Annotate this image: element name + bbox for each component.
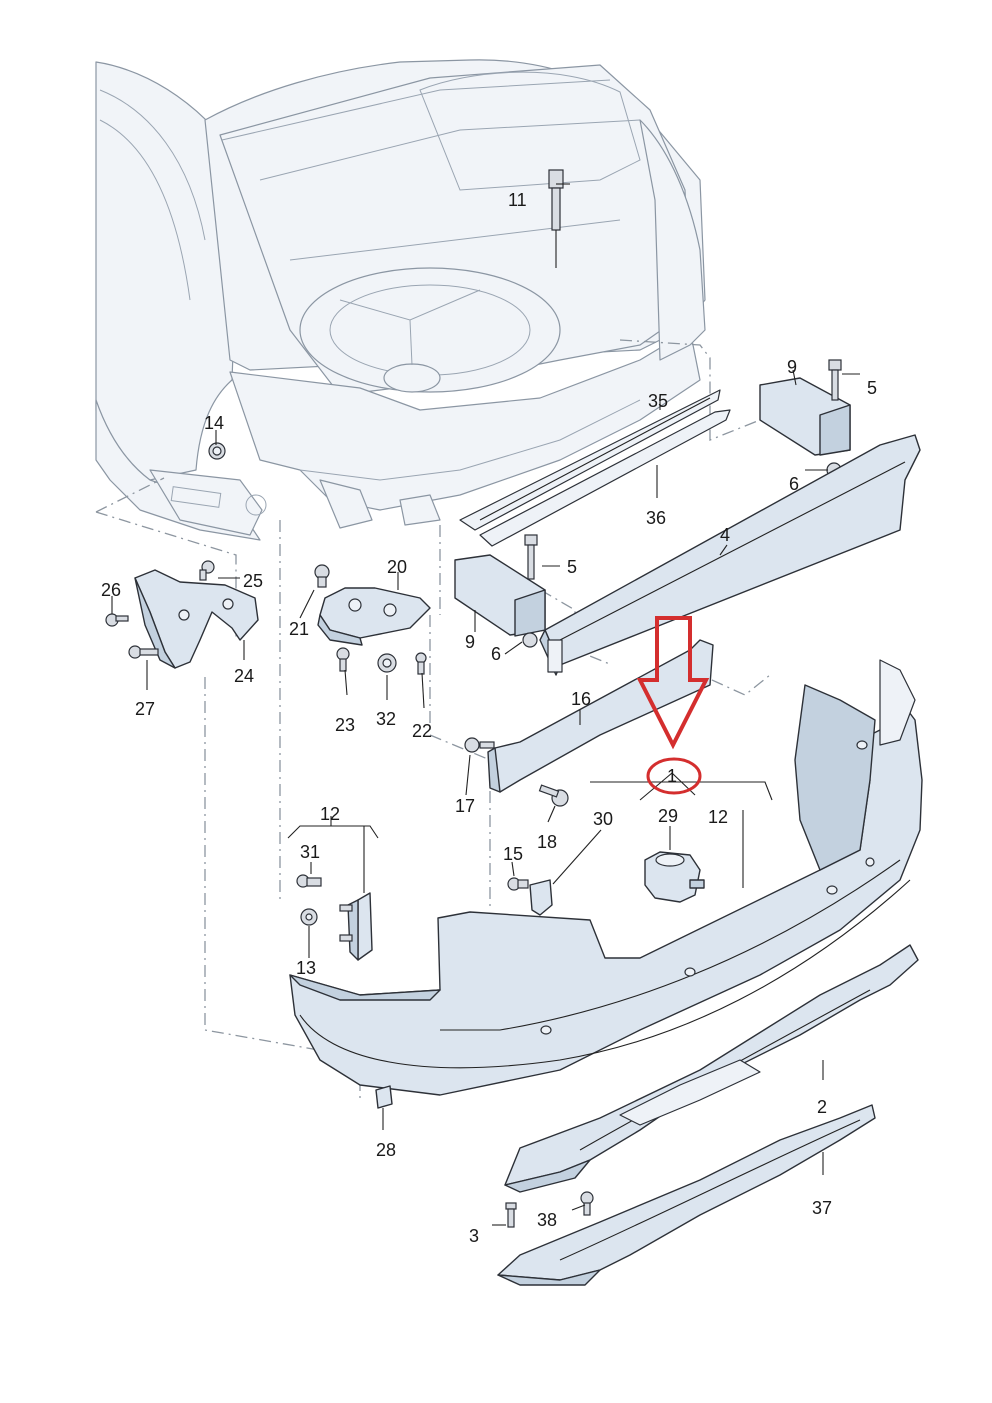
screw-38 [580, 1191, 594, 1216]
nut-32 [377, 653, 397, 673]
screw-3 [505, 1202, 517, 1228]
clip-14 [208, 442, 226, 460]
bracket-9-lower [454, 534, 546, 648]
screw-23 [336, 647, 350, 672]
label-part-27: 27 [135, 699, 155, 719]
label-part-17: 17 [455, 796, 475, 816]
label-part-13: 13 [296, 958, 316, 978]
part-labels: 1 2 3 4 5 5 6 6 9 9 11 12 12 13 14 15 16… [101, 190, 877, 1246]
screw-26 [105, 613, 129, 627]
label-part-26: 26 [101, 580, 121, 600]
label-part-36: 36 [646, 508, 666, 528]
label-part-29: 29 [658, 806, 678, 826]
label-part-32: 32 [376, 709, 396, 729]
label-part-2: 2 [817, 1097, 827, 1117]
highlight-circle [646, 757, 702, 795]
bracket-24 [134, 569, 259, 669]
red-highlight-annotation [636, 616, 710, 795]
car-rear-body [95, 59, 706, 541]
leader-lines [111, 183, 860, 1226]
screw-25 [199, 560, 215, 581]
label-part-9-lower: 9 [465, 632, 475, 652]
label-part-5-lower: 5 [567, 557, 577, 577]
label-part-4: 4 [720, 525, 730, 545]
label-part-12-right: 12 [708, 807, 728, 827]
label-part-3: 3 [469, 1226, 479, 1246]
seal-strip-35 [459, 389, 721, 531]
screw-27 [128, 645, 159, 659]
clip-28 [375, 1085, 393, 1109]
label-part-25: 25 [243, 571, 263, 591]
screw-17 [464, 737, 495, 753]
cover-30 [529, 879, 553, 916]
impact-bar-4 [539, 434, 921, 676]
under-panel-37 [497, 1104, 876, 1286]
red-arrow-icon [636, 616, 710, 750]
label-part-37: 37 [812, 1198, 832, 1218]
label-part-6-lower: 6 [491, 644, 501, 664]
side-guide-16 [487, 639, 714, 793]
label-part-23: 23 [335, 715, 355, 735]
label-part-38: 38 [537, 1210, 557, 1230]
label-part-31: 31 [300, 842, 320, 862]
label-part-14: 14 [204, 413, 224, 433]
side-mount-12-left [339, 892, 373, 961]
label-part-11: 11 [508, 190, 527, 210]
screw-22 [415, 652, 427, 675]
label-part-12-left: 12 [320, 804, 340, 824]
label-part-22: 22 [412, 721, 432, 741]
screw-31 [296, 874, 322, 888]
label-part-9-upper: 9 [787, 357, 797, 377]
diffuser-2 [504, 944, 919, 1193]
bumper-cover-1 [289, 659, 923, 1096]
bracket-20 [317, 587, 431, 646]
screw-18 [538, 784, 569, 807]
clip-15 [507, 877, 529, 891]
bracket-9-upper [759, 359, 851, 478]
sensor-holder-29 [644, 851, 705, 903]
label-part-21: 21 [289, 619, 309, 639]
screw-21 [314, 564, 330, 588]
label-part-16: 16 [571, 689, 591, 709]
label-part-28: 28 [376, 1140, 396, 1160]
label-part-6-upper: 6 [789, 474, 799, 494]
label-part-35: 35 [648, 391, 668, 411]
clip-13 [300, 908, 318, 926]
label-part-20: 20 [387, 557, 407, 577]
label-part-18: 18 [537, 832, 557, 852]
label-part-30: 30 [593, 809, 613, 829]
label-part-1: 1 [667, 766, 677, 786]
label-part-15: 15 [503, 844, 523, 864]
label-part-5-upper: 5 [867, 378, 877, 398]
label-part-24: 24 [234, 666, 254, 686]
seal-strip-36 [479, 409, 731, 547]
